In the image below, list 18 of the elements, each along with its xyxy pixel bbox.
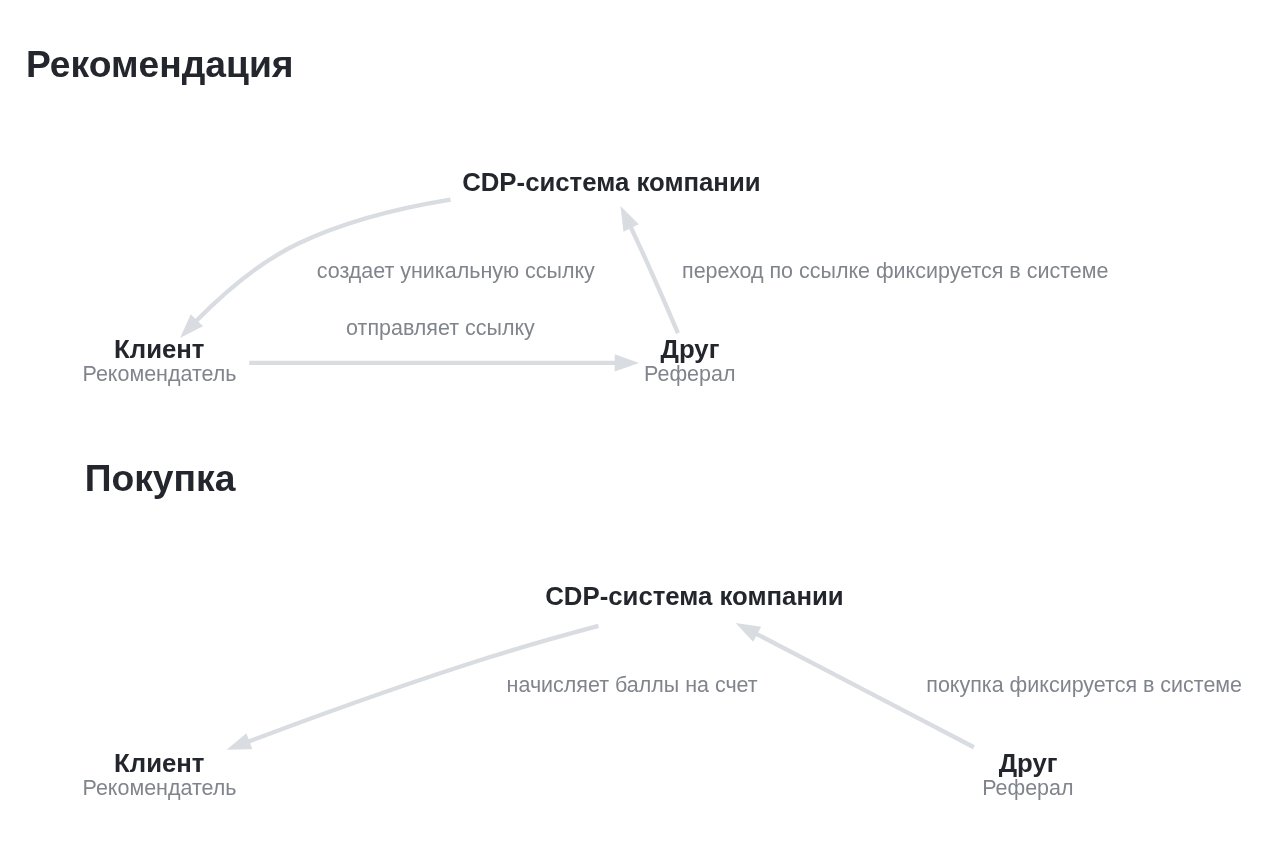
label: Покупка <box>84 456 236 499</box>
arrow <box>620 205 680 334</box>
node-text: CDP-система компании <box>545 581 844 610</box>
node-text: Клиент Рекомендатель <box>82 334 237 386</box>
node-text: Клиент Рекомендатель <box>82 748 237 800</box>
arrow <box>226 623 599 750</box>
edge-label: создает уникальную ссылку <box>316 258 595 283</box>
node-text: Друг Реферал <box>982 748 1074 800</box>
arrow <box>735 622 975 749</box>
arrow <box>180 197 451 338</box>
node-text: CDP-система компании <box>462 167 761 196</box>
edge-label: начисляет баллы на счет <box>506 672 758 697</box>
edge-label: переход по ссылке фиксируется в системе <box>682 258 1109 283</box>
arrow <box>249 353 640 371</box>
edge-label: покупка фиксируется в системе <box>926 672 1243 697</box>
node-text: Друг Реферал <box>644 334 736 386</box>
label: Рекомендация <box>25 42 294 85</box>
edge-label: отправляет ссылку <box>346 315 535 340</box>
